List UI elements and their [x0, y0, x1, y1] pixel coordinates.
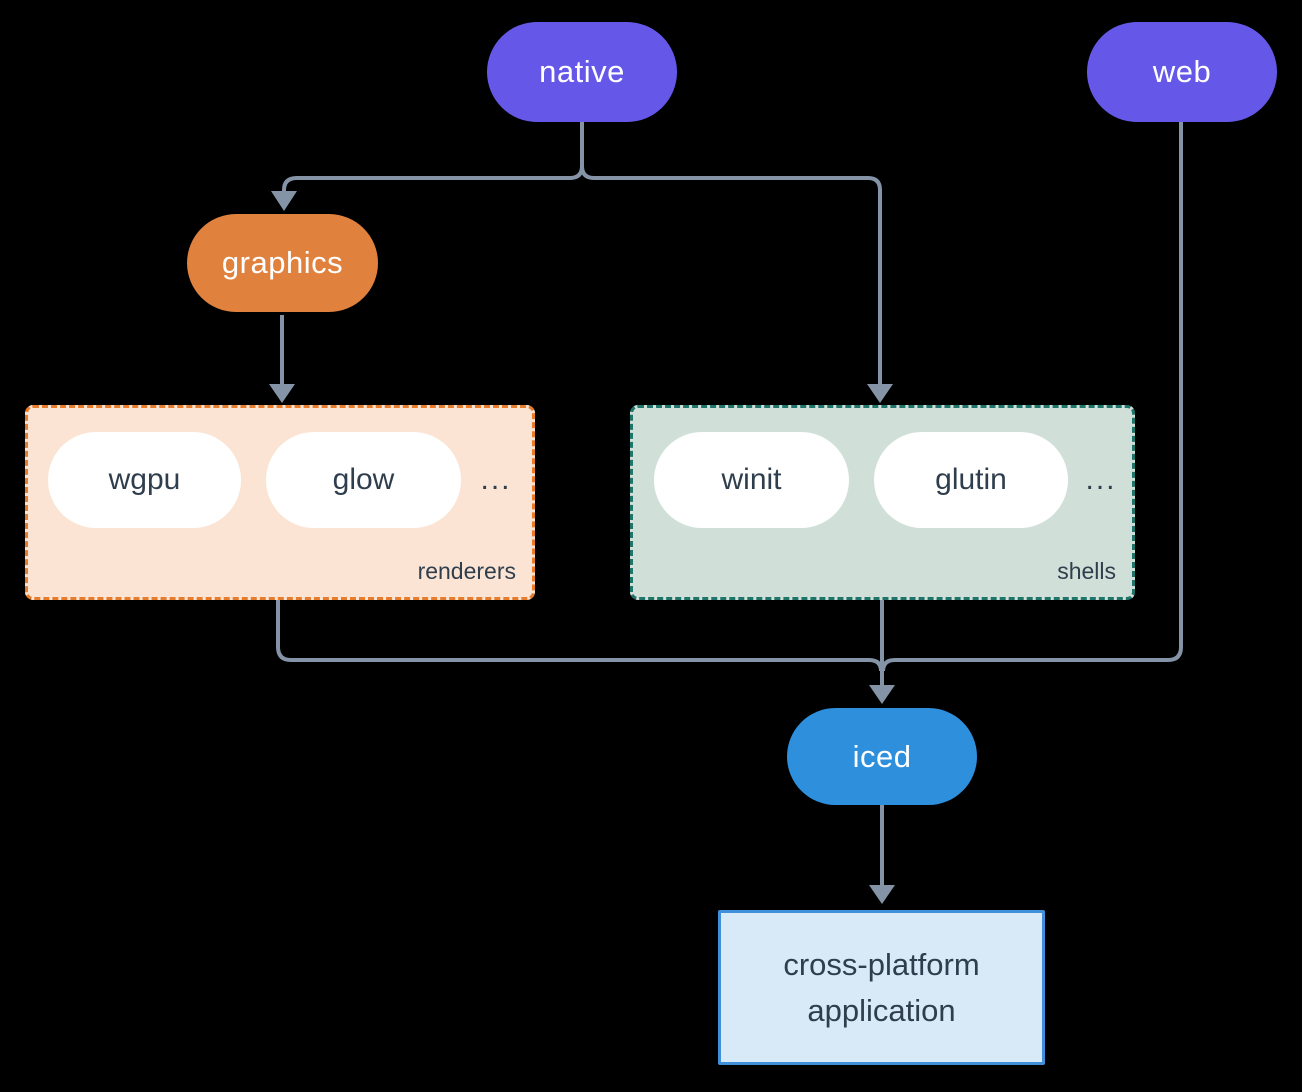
node-glutin-label: glutin [935, 463, 1007, 496]
node-glow-label: glow [332, 463, 395, 496]
edge-native-to-graphics [282, 122, 584, 193]
group-shells: winit glutin ... shells [630, 405, 1135, 600]
node-glow: glow [266, 432, 461, 528]
node-web-label: web [1152, 54, 1212, 89]
node-cross-platform-application: cross-platform application [718, 910, 1045, 1065]
node-glutin: glutin [874, 432, 1068, 528]
group-shells-label: shells [1057, 558, 1116, 584]
node-winit: winit [654, 432, 849, 528]
edge-native-to-shells [580, 122, 882, 386]
renderers-ellipsis: ... [480, 463, 512, 496]
node-wgpu: wgpu [48, 432, 241, 528]
group-renderers: wgpu glow ... renderers [25, 405, 535, 600]
group-renderers-label: renderers [417, 558, 516, 584]
application-label-line2: application [807, 992, 956, 1028]
node-winit-label: winit [721, 463, 782, 496]
node-native: native [487, 22, 677, 122]
node-native-label: native [539, 54, 625, 89]
edge-web-to-merge [881, 122, 1183, 672]
arrowhead-shells [867, 384, 893, 403]
arrowhead-renderers [269, 384, 295, 403]
arrowhead-application [869, 885, 895, 904]
node-graphics-label: graphics [221, 245, 344, 280]
arrowhead-iced [869, 685, 895, 704]
node-web: web [1087, 22, 1277, 122]
node-graphics: graphics [187, 214, 378, 312]
node-wgpu-label: wgpu [108, 463, 181, 496]
edge-renderers-to-merge [276, 600, 883, 672]
arrowhead-graphics [271, 191, 297, 211]
node-iced-label: iced [852, 738, 912, 774]
shells-ellipsis: ... [1085, 463, 1117, 496]
application-label-line1: cross-platform [783, 946, 980, 982]
node-iced: iced [787, 708, 977, 805]
